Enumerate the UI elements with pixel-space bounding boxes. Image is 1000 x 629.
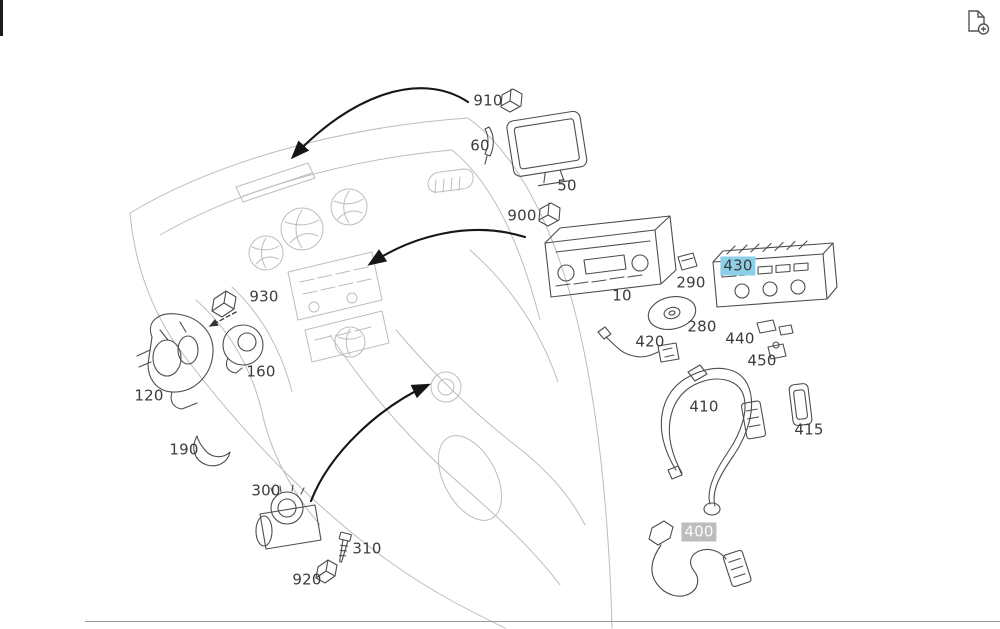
part-label-290[interactable]: 290 (676, 273, 706, 292)
arrow-to-console (309, 383, 431, 503)
part-label-400[interactable]: 400 (681, 522, 717, 542)
part-sketch-160 (222, 324, 264, 374)
part-sketch-900 (538, 202, 561, 227)
part-sketch-290 (677, 252, 698, 271)
arrow-to-center-stack (367, 229, 527, 266)
part-label-440[interactable]: 440 (725, 329, 755, 348)
part-sketch-420 (597, 326, 680, 363)
arrow-to-dash-top (290, 87, 470, 160)
part-sketch-450 (767, 341, 787, 360)
part-label-420[interactable]: 420 (635, 332, 665, 351)
part-label-415[interactable]: 415 (794, 420, 824, 439)
part-label-430[interactable]: 430 (720, 256, 756, 276)
part-sketch-400 (648, 520, 752, 597)
arrow-dashed-930 (208, 311, 237, 327)
part-sketch-10 (544, 215, 677, 298)
part-label-190[interactable]: 190 (169, 440, 199, 459)
part-label-280[interactable]: 280 (687, 317, 717, 336)
part-sketch-415 (788, 383, 813, 427)
part-sketch-280 (647, 296, 697, 330)
part-label-410[interactable]: 410 (689, 397, 719, 416)
part-label-930[interactable]: 930 (249, 287, 279, 306)
part-sketch-120 (136, 313, 214, 410)
part-sketch-50 (506, 110, 588, 187)
window-edge-artifact (0, 0, 3, 36)
document-tool-button[interactable] (962, 7, 992, 37)
part-sketch-300 (255, 484, 322, 550)
part-label-450[interactable]: 450 (747, 351, 777, 370)
callout-arrows (208, 87, 527, 503)
part-label-920[interactable]: 920 (292, 570, 322, 589)
part-sketch-440 (756, 319, 794, 336)
part-sketch-310 (338, 531, 352, 563)
part-label-160[interactable]: 160 (246, 362, 276, 381)
dashboard-sketch (129, 117, 613, 629)
part-label-910[interactable]: 910 (473, 91, 503, 110)
parts-sketches (136, 88, 838, 597)
part-label-50[interactable]: 50 (557, 176, 577, 195)
part-label-60[interactable]: 60 (470, 136, 490, 155)
part-sketch-60 (484, 126, 494, 165)
part-label-120[interactable]: 120 (134, 386, 164, 405)
part-sketch-410 (660, 364, 767, 516)
footer-divider (85, 621, 1000, 622)
part-label-300[interactable]: 300 (251, 481, 281, 500)
part-label-900[interactable]: 900 (507, 206, 537, 225)
part-label-10[interactable]: 10 (612, 286, 632, 305)
part-sketch-920 (315, 559, 338, 584)
part-sketch-910 (500, 88, 523, 113)
part-sketch-190 (193, 435, 231, 467)
document-plus-icon (968, 10, 990, 35)
part-label-310[interactable]: 310 (352, 539, 382, 558)
part-sketch-930 (211, 290, 237, 318)
